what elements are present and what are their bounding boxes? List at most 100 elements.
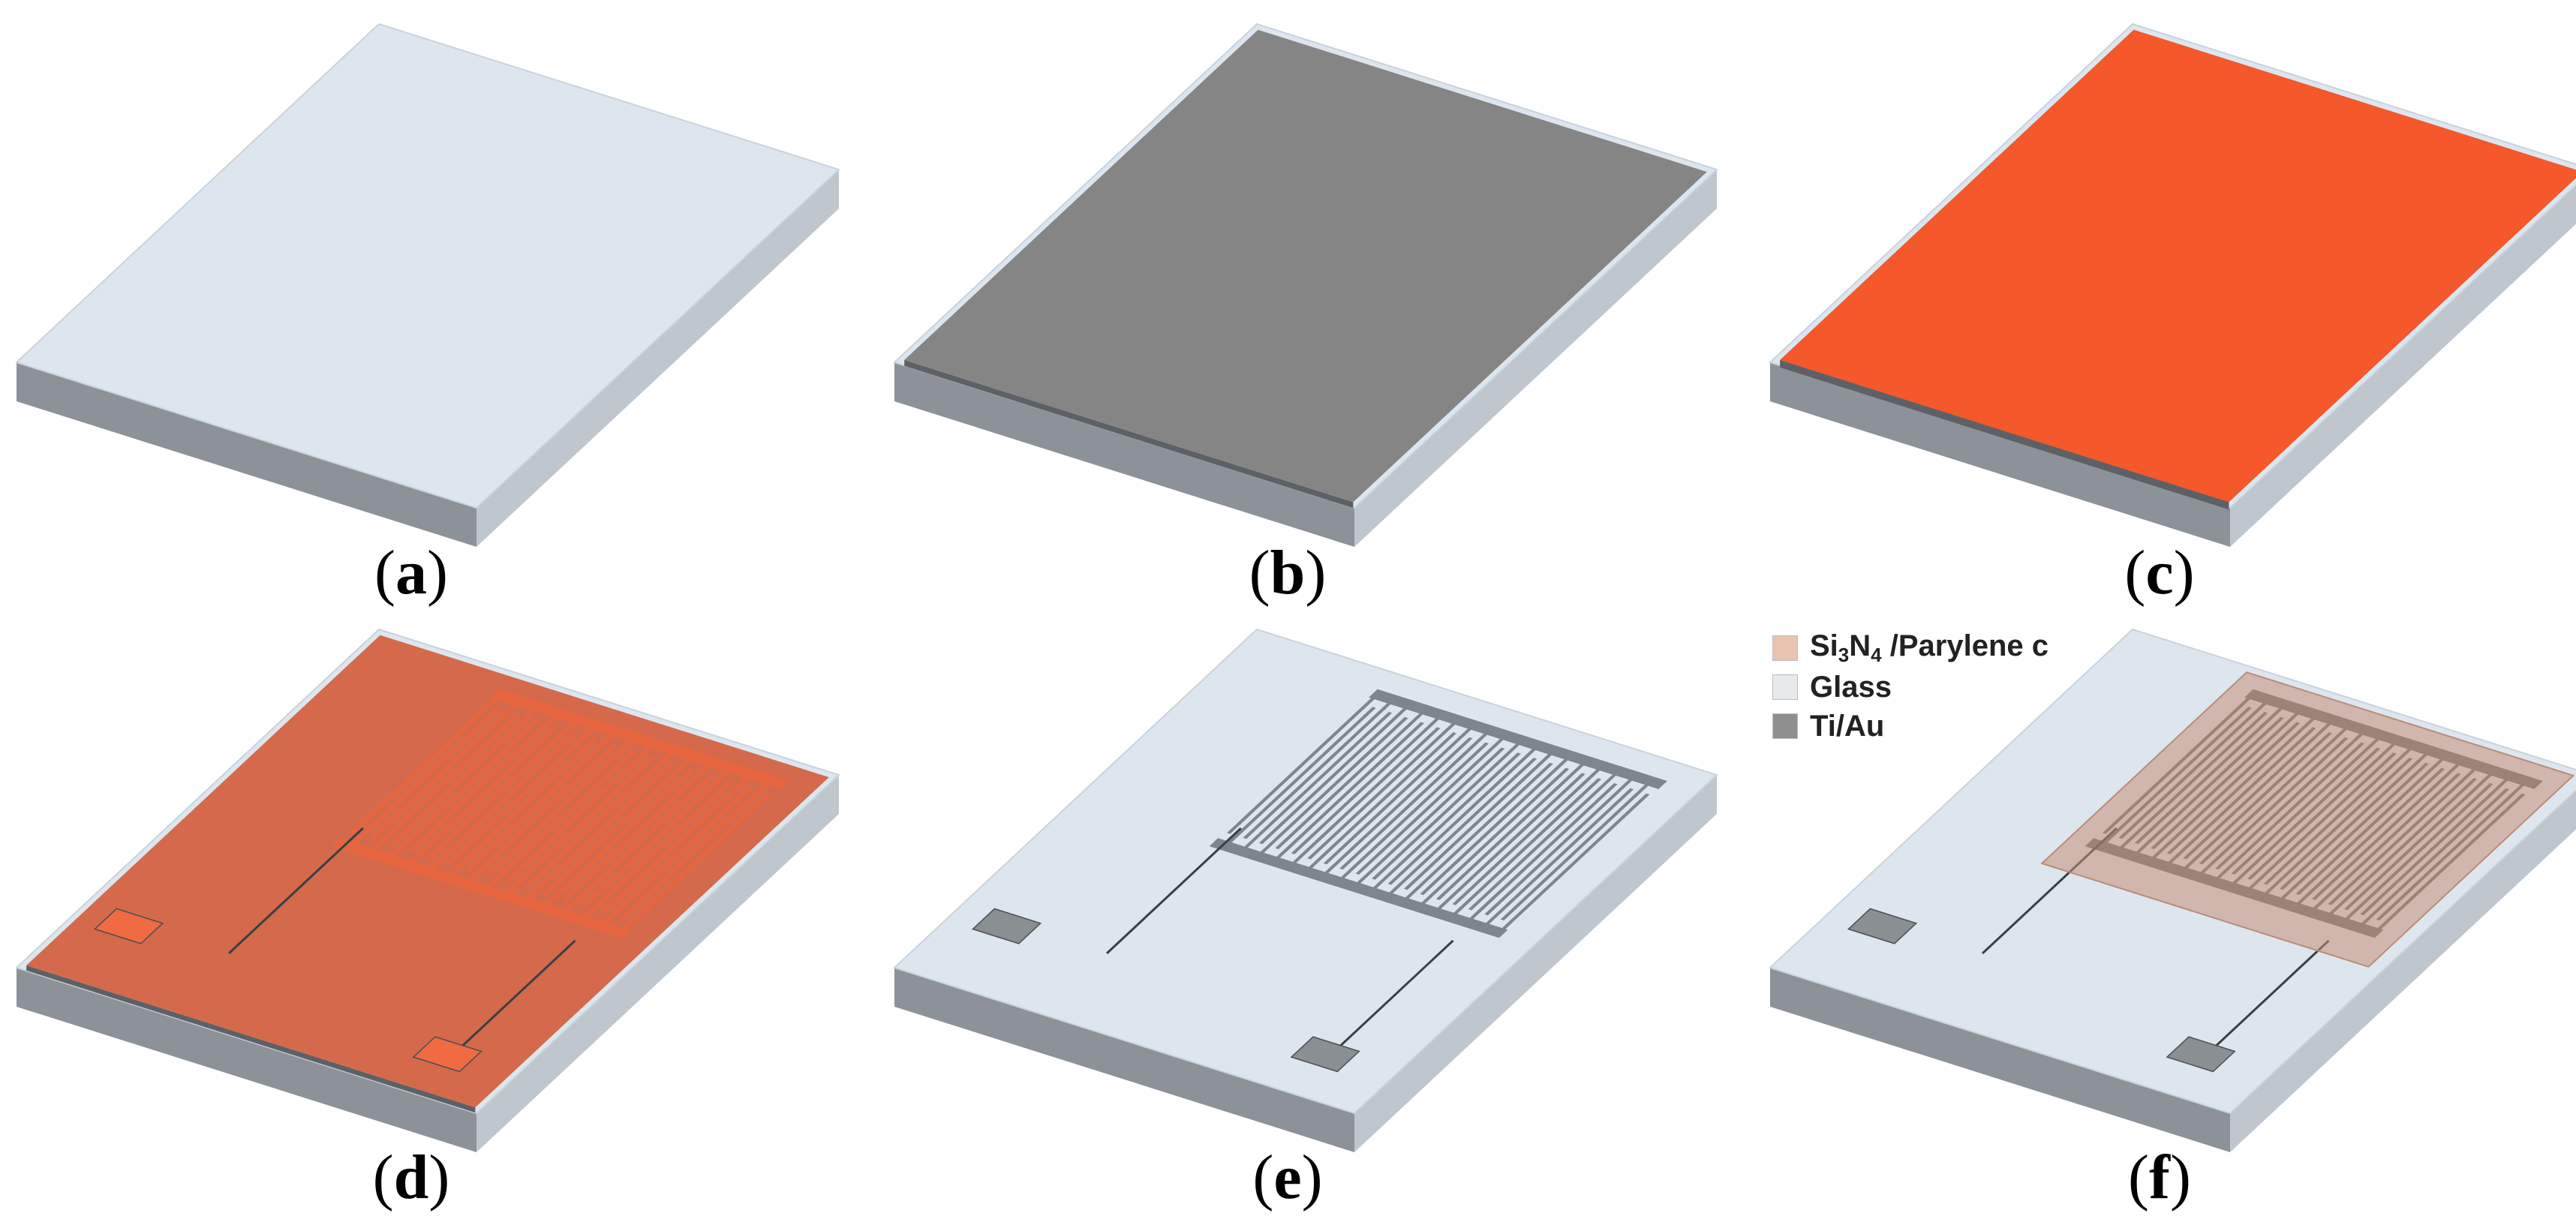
pr-comb-finger [600,773,753,914]
slab-right-side [476,775,839,1152]
electrode-comb-finger [1321,737,1473,878]
slab-front-side [1770,968,2230,1152]
pr-comb-finger [446,725,599,865]
pr-pad-left [93,908,164,944]
photoresist-layer-edge [1780,359,2229,507]
pr-comb-finger [464,743,617,884]
electrode-comb-finger [1272,722,1425,862]
electrode-pad-right [1290,1036,1360,1073]
panel-label-d: (d) [372,1142,450,1212]
electrode-comb-finger [1291,714,1444,854]
legend-swatch-metal [1772,713,1798,739]
slab-right-side [2230,790,2576,1152]
pr-comb-finger [522,762,675,902]
electrode-comb-finger [1224,707,1376,847]
legend-label-glass: Glass [1810,670,1892,704]
electrode-comb-finger [1481,788,1634,929]
electrode-comb-finger [1465,783,1618,923]
electrode-comb-bus-bottom [1209,838,1508,938]
pr-comb-finger [406,725,559,866]
electrode-comb-finger [1336,742,1489,882]
electrode-comb-finger [1240,712,1393,852]
electrode-comb-finger [1227,694,1379,834]
panel-label-c: (c) [2124,538,2195,608]
pr-comb-finger [503,756,656,896]
electrode-comb-finger [1288,727,1441,867]
electrode-lead-right [2208,939,2330,1053]
pr-comb-finger [561,774,714,915]
ti-au-layer [904,29,1707,503]
pr-comb-finger [484,737,638,878]
electrode-comb-finger [1449,778,1602,918]
pr-comb-finger [599,787,753,927]
legend-label-metal: Ti/Au [1810,709,1885,743]
legend-swatch-glass [1772,674,1798,700]
electrode-comb-finger [1484,775,1637,916]
slab-front-side [894,362,1354,547]
pr-pad-right [412,1036,482,1073]
pr-comb-finger [465,731,618,871]
pr-comb-finger [543,755,696,896]
glass-top-face [15,23,840,509]
pr-comb-finger [349,694,503,835]
panel-d [15,628,840,1152]
pr-comb-finger [386,719,540,860]
pr-comb-finger [425,731,579,872]
electrode-comb-finger [1352,747,1505,887]
electrode-pad-left [971,908,1042,944]
electrode-comb-finger [1435,760,1589,900]
electrode-comb-finger [1339,729,1492,870]
pr-comb-finger [407,712,561,853]
slab-right-side [476,170,839,547]
panel-c [1769,23,2576,547]
electrode-comb-finger [1369,752,1521,893]
electrode-pad-left [1847,908,1918,944]
electrode-comb-finger [1401,762,1553,903]
electrode-comb-finger [1256,716,1408,857]
photoresist-layer-edge [26,965,476,1113]
slab-front-side [17,362,476,547]
panel-b [893,23,1718,547]
slab-front-side [1770,362,2230,547]
pr-comb-finger [580,780,733,921]
electrode-lead-left [1106,827,1242,954]
panel-label-b: (b) [1249,538,1327,608]
electrode-comb-finger [1433,773,1586,913]
pr-comb-finger [483,750,636,890]
electrode-comb-finger [1307,719,1459,860]
electrode-comb-finger [1258,704,1411,845]
electrode-pad-right [2166,1036,2236,1073]
panel-label-e: (e) [1252,1142,1323,1212]
pr-comb-finger [503,743,657,884]
passivation-layer [2040,671,2575,968]
slab-front-side [894,968,1354,1152]
pr-comb-finger [618,793,771,933]
pr-comb-finger [541,768,694,909]
pr-comb-finger [348,707,501,848]
pr-lead-right [455,939,576,1053]
electrode-comb-finger [1420,755,1572,896]
slab-right-side [1354,775,1717,1152]
electrode-comb-finger [1323,725,1476,865]
legend-item-glass: Glass [1772,668,2048,707]
pr-comb-bus-bottom [331,838,630,938]
electrode-comb-finger [1243,699,1395,839]
electrode-comb-finger [1304,732,1456,872]
electrode-comb-finger [1275,709,1427,849]
pr-comb-finger [581,767,734,908]
panel-label-a: (a) [374,538,448,608]
pr-comb-finger [388,706,541,847]
pr-comb-finger [561,761,715,902]
electrode-comb-finger [1387,745,1540,885]
legend-swatch-passivation [1772,635,1798,661]
electrode-comb-bus-top [1369,689,1667,789]
electrode-lead-right [1333,939,1454,1053]
pr-comb-finger [620,779,773,920]
pr-comb-finger [426,719,579,859]
pr-comb-bus-top [491,689,789,789]
pr-lead-left [228,827,364,954]
electrode-comb-finger [1417,767,1570,908]
panel-e [893,628,1718,1152]
slab-right-side [2230,185,2576,547]
legend-item-metal: Ti/Au [1772,707,2048,746]
